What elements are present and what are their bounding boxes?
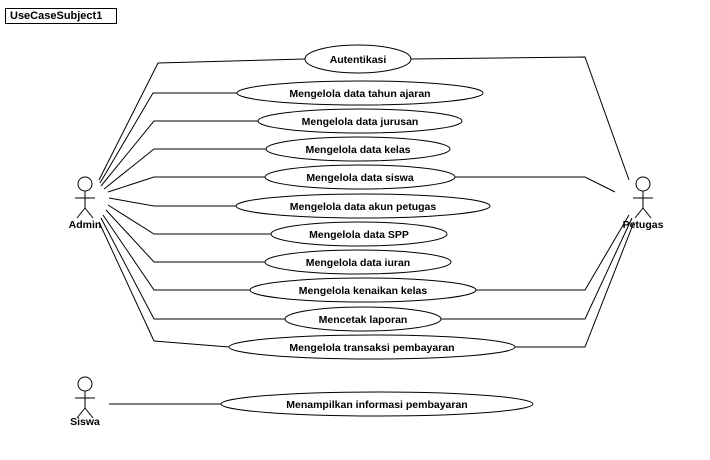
- association-petugas-uc11: [515, 221, 635, 348]
- actor-siswa[interactable]: Siswa: [70, 376, 100, 428]
- association-admin-uc1: [98, 58, 306, 181]
- use-case-label: Mengelola data SPP: [309, 229, 409, 241]
- use-case-uc7[interactable]: Mengelola data SPP: [270, 221, 448, 247]
- association-admin-uc3: [100, 120, 258, 187]
- subject-label: UseCaseSubject1: [5, 8, 117, 24]
- use-case-uc10[interactable]: Mencetak laporan: [284, 306, 442, 332]
- use-case-ellipse: [228, 334, 516, 360]
- use-case-uc6[interactable]: Mengelola data akun petugas: [235, 193, 491, 219]
- stick-figure-icon: [75, 376, 95, 419]
- use-case-ellipse: [220, 391, 534, 417]
- use-case-ellipse: [235, 193, 491, 219]
- use-case-label: Mengelola kenaikan kelas: [299, 285, 428, 297]
- association-admin-uc6: [108, 197, 236, 207]
- use-case-label: Mengelola data kelas: [305, 144, 410, 156]
- association-admin-uc8: [105, 209, 265, 263]
- use-case-ellipse: [264, 249, 452, 275]
- use-case-ellipse: [249, 277, 477, 303]
- use-case-label: Mengelola data tahun ajaran: [289, 88, 430, 100]
- association-admin-uc4: [103, 148, 266, 190]
- actor-label: Siswa: [70, 416, 100, 428]
- association-admin-uc11: [98, 221, 230, 348]
- use-case-label: Mengelola data siswa: [306, 172, 414, 184]
- use-case-label: Mengelola data iuran: [306, 257, 410, 269]
- actor-label: Admin: [69, 219, 102, 231]
- use-case-uc1[interactable]: Autentikasi: [304, 44, 412, 74]
- use-case-uc12[interactable]: Menampilkan informasi pembayaran: [220, 391, 534, 417]
- association-petugas-uc1: [410, 56, 630, 181]
- use-case-ellipse: [265, 136, 451, 162]
- association-admin-uc7: [107, 204, 271, 235]
- use-case-ellipse: [257, 108, 463, 134]
- use-case-ellipse: [304, 44, 412, 74]
- use-case-uc11[interactable]: Mengelola transaksi pembayaran: [228, 334, 516, 360]
- actor-petugas[interactable]: Petugas: [623, 176, 664, 231]
- association-petugas-uc5: [455, 176, 616, 193]
- association-petugas-uc10: [441, 217, 633, 320]
- use-case-label: Mengelola data akun petugas: [290, 201, 437, 213]
- association-admin-uc9: [102, 214, 250, 291]
- use-case-uc4[interactable]: Mengelola data kelas: [265, 136, 451, 162]
- use-case-label: Menampilkan informasi pembayaran: [286, 399, 467, 411]
- use-case-ellipse: [264, 164, 456, 190]
- use-case-label: Mencetak laporan: [319, 314, 408, 326]
- use-case-label: Mengelola data jurusan: [302, 116, 419, 128]
- association-admin-uc2: [99, 92, 237, 184]
- actor-admin[interactable]: Admin: [69, 176, 102, 231]
- association-admin-uc10: [100, 217, 285, 320]
- use-case-ellipse: [284, 306, 442, 332]
- stick-figure-icon: [75, 176, 95, 219]
- stick-figure-icon: [633, 176, 653, 219]
- use-case-uc8[interactable]: Mengelola data iuran: [264, 249, 452, 275]
- use-case-label: Autentikasi: [330, 54, 387, 66]
- use-case-uc3[interactable]: Mengelola data jurusan: [257, 108, 463, 134]
- association-lines: [98, 56, 635, 405]
- association-petugas-uc9: [476, 214, 630, 291]
- use-case-uc9[interactable]: Mengelola kenaikan kelas: [249, 277, 477, 303]
- use-case-ellipse: [270, 221, 448, 247]
- association-admin-uc5: [107, 176, 265, 193]
- use-case-ellipse: [236, 80, 484, 106]
- actor-label: Petugas: [623, 219, 664, 231]
- use-case-label: Mengelola transaksi pembayaran: [289, 342, 454, 354]
- use-case-uc2[interactable]: Mengelola data tahun ajaran: [236, 80, 484, 106]
- use-case-uc5[interactable]: Mengelola data siswa: [264, 164, 456, 190]
